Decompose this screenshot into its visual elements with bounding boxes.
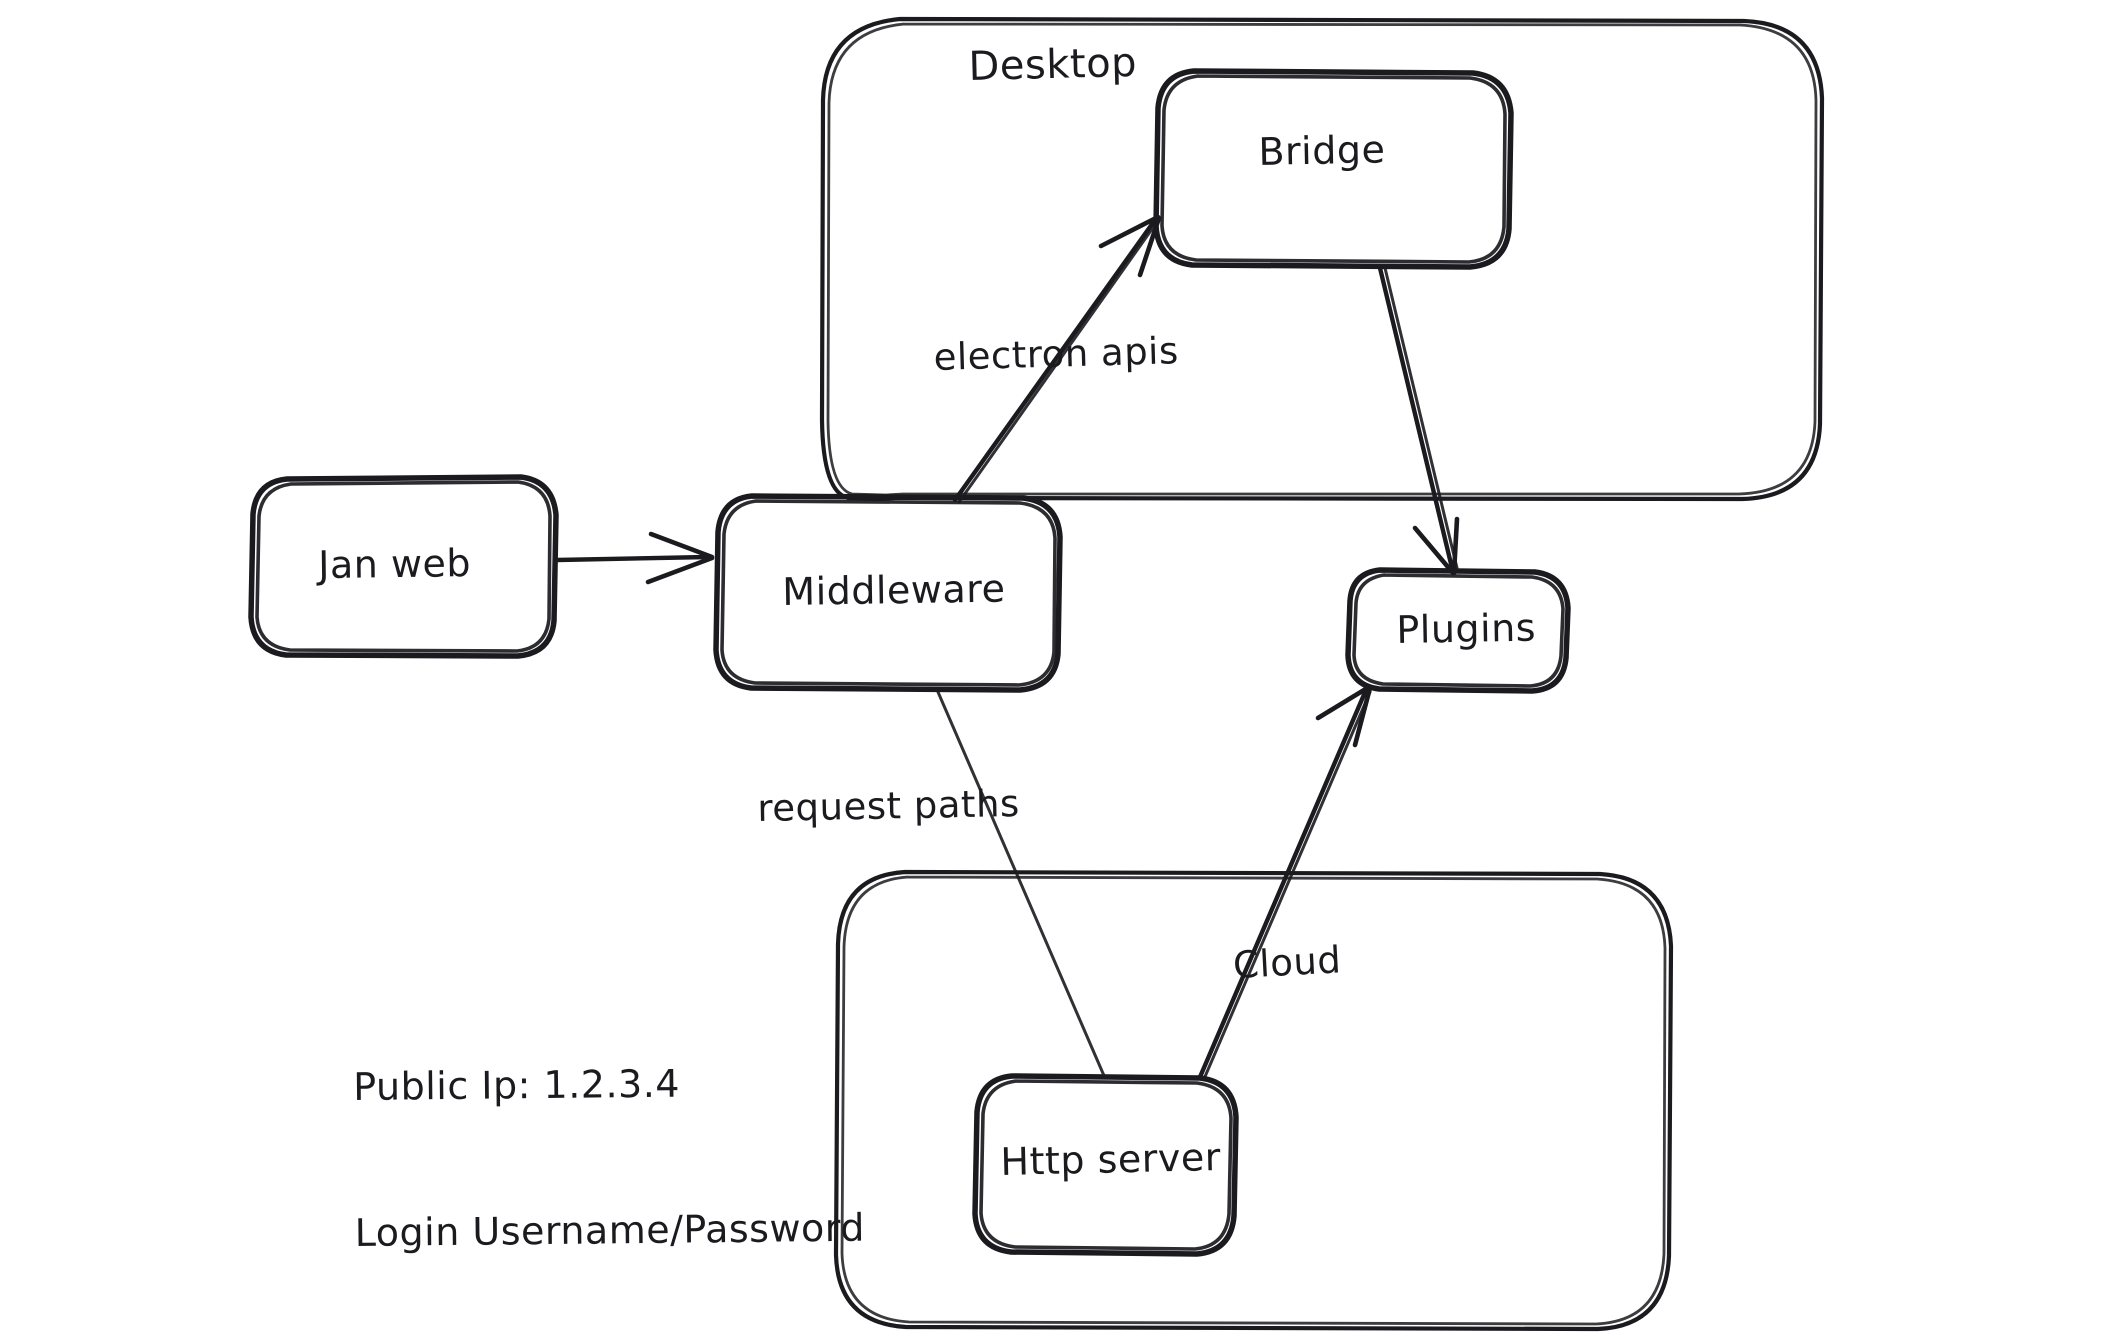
edge-http-server-to-plugins <box>1197 684 1373 1081</box>
group-cloud-outline <box>833 869 1674 1332</box>
group-desktop-outline <box>819 16 1825 502</box>
node-label-plugins[interactable]: Plugins <box>1396 605 1537 652</box>
edge-bridge-to-plugins <box>1377 265 1460 576</box>
node-bridge-outline <box>1153 68 1514 270</box>
node-label-jan-web[interactable]: Jan web <box>318 541 472 587</box>
edge-middleware-to-http-server <box>936 690 1107 1080</box>
node-label-http-server[interactable]: Http server <box>1000 1135 1222 1184</box>
node-middleware-outline <box>713 493 1063 693</box>
edge-middleware-to-bridge <box>952 214 1162 504</box>
node-plugins-outline <box>1345 567 1571 694</box>
note-credentials: Public Ip: 1.2.3.4 Login Username/Passwo… <box>352 961 866 1344</box>
node-label-bridge[interactable]: Bridge <box>1258 127 1386 174</box>
note-public-ip-line: Public Ip: 1.2.3.4 <box>353 1061 681 1110</box>
edge-label-cloud: Cloud <box>1232 938 1343 987</box>
note-login-line: Login Username/Password <box>354 1205 866 1256</box>
group-label-desktop: Desktop <box>968 39 1138 90</box>
edge-jan-web-to-middleware <box>554 531 715 585</box>
edge-label-electron-apis: electron apis <box>933 329 1180 379</box>
node-label-middleware[interactable]: Middleware <box>782 566 1006 614</box>
node-jan-web-outline <box>248 474 559 659</box>
edge-label-request-paths: request paths <box>757 781 1021 830</box>
node-http-server-outline <box>972 1073 1239 1257</box>
